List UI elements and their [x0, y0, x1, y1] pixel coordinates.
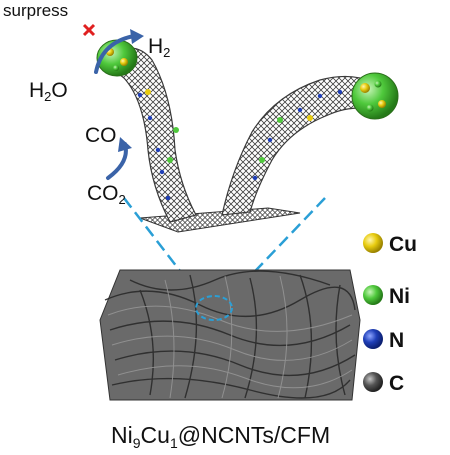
legend-c-atom [363, 372, 383, 392]
legend-ni-atom [363, 285, 383, 305]
h2o-tail: O [51, 79, 68, 102]
material-caption: Ni9Cu1@NCNTs/CFM [111, 422, 331, 451]
legend-cu-atom [363, 233, 383, 253]
legend-label-cu: Cu [389, 233, 417, 256]
caption-ni: Ni [111, 422, 133, 448]
graphene-base-sheet [139, 207, 301, 233]
h2o-to-h2-arrow [94, 29, 144, 74]
caption-support: @NCNTs/CFM [177, 422, 331, 448]
co2-label: CO2 [87, 183, 126, 206]
left-nanotube [98, 47, 197, 223]
legend-label-c: C [389, 372, 405, 395]
carbon-fiber-mat [99, 269, 361, 401]
legend-atoms [363, 233, 383, 392]
zoom-circle [195, 295, 233, 321]
left-tube-ni-dopants [167, 127, 179, 163]
h2-label: H2 [148, 36, 170, 59]
suppress-label: surpress [3, 1, 69, 20]
right-tube-ni-dopants [259, 117, 283, 163]
co2-sub: 2 [118, 192, 126, 207]
co2-main: CO [87, 182, 119, 205]
h2o-main: H [29, 79, 45, 102]
co-label: CO [85, 124, 117, 147]
left-tube-cu-dopants [145, 89, 151, 95]
h2o-sub: 2 [44, 89, 52, 104]
caption-ni-sub: 9 [132, 435, 141, 451]
legend-n-atom [363, 329, 383, 349]
legend-label-ni: Ni [389, 285, 410, 308]
caption-cu: Cu [140, 422, 170, 448]
h2o-label: H2O [29, 80, 68, 103]
h2-sub: 2 [163, 45, 171, 60]
caption-cu-sub: 1 [169, 435, 178, 451]
right-nanoparticle [351, 72, 399, 120]
co2-to-co-arrow [106, 137, 132, 180]
suppress-cross-icon [82, 23, 96, 37]
right-tube-n-dopants [252, 89, 343, 181]
legend-label-n: N [389, 329, 405, 352]
right-tube-cu-dopants [307, 115, 313, 121]
left-tube-n-dopants [137, 92, 171, 201]
h2-main: H [148, 35, 164, 58]
